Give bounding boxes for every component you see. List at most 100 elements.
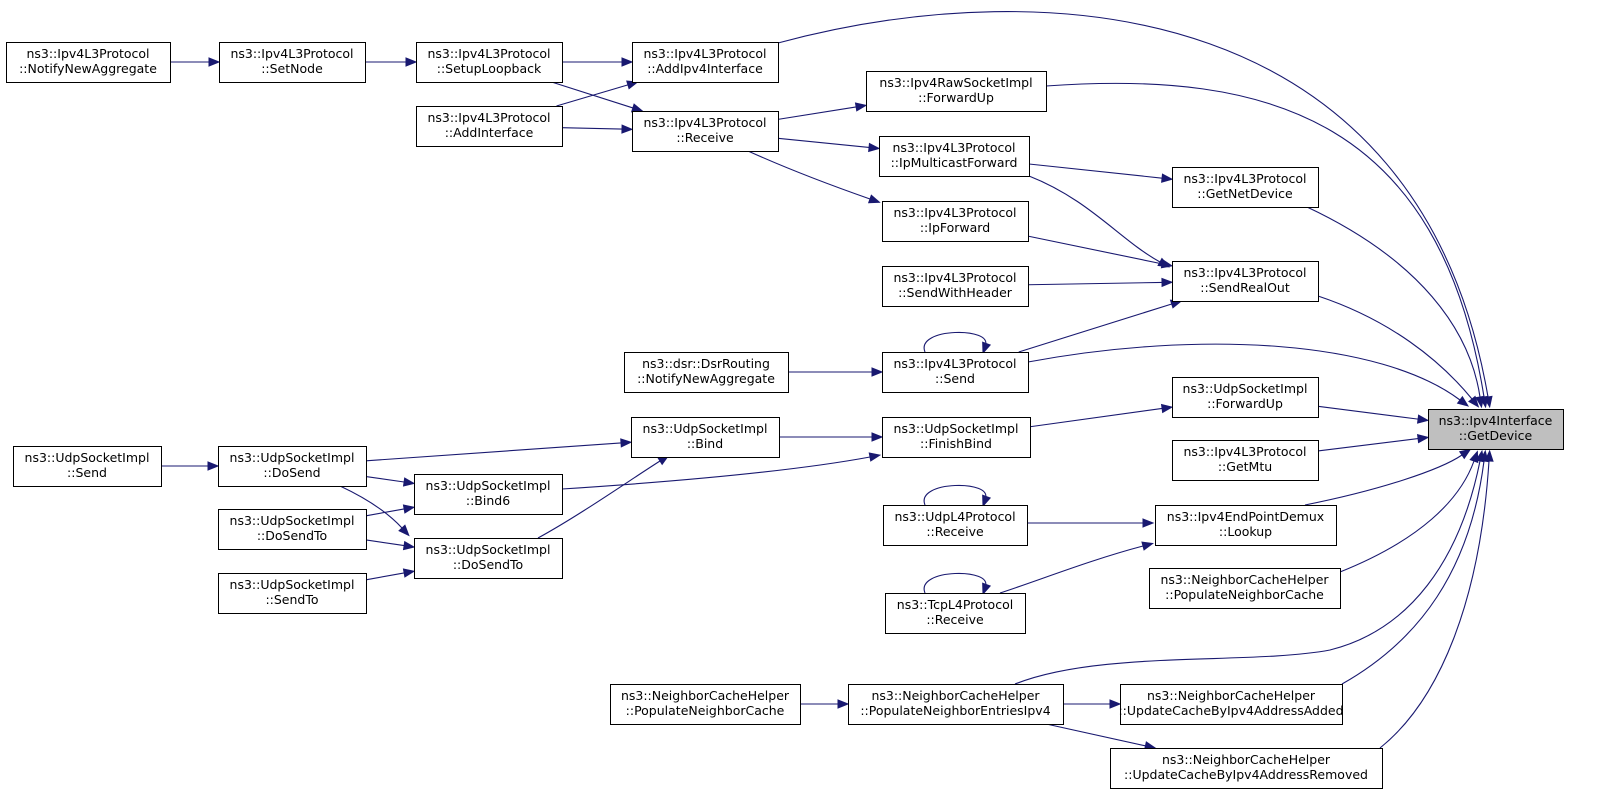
edge-udp_send-to-udp_dosend [161,461,220,471]
node-box [219,42,366,83]
edge-udp_forwardup-to-getdevice [1317,405,1430,424]
edge-udp_bind-to-udp_finishbind [779,432,884,442]
edge-line [365,572,405,581]
edge-arrowhead [1142,518,1155,528]
node-getdevice[interactable]: ns3::Ipv4Interface::GetDevice [1428,409,1564,450]
node-sendwithheader[interactable]: ns3::Ipv4L3Protocol::SendWithHeader [882,266,1029,307]
node-raw-forwardup[interactable]: ns3::Ipv4RawSocketImpl::ForwardUp [866,71,1047,112]
node-notifynewagg[interactable]: ns3::Ipv4L3Protocol::NotifyNewAggregate [6,42,171,83]
edge-nch_entries-to-nch_added [1063,699,1122,709]
edge-line [339,485,403,529]
edge-sendwithheader-to-sendrealout [1027,277,1174,288]
edge-arrowhead [207,461,220,471]
edge-arrowhead [630,103,644,113]
node-nch-removed[interactable]: ns3::NeighborCacheHelper::UpdateCacheByI… [1110,748,1383,789]
node-lookup[interactable]: ns3::Ipv4EndPointDemux::Lookup [1155,505,1337,546]
node-ipmcastfwd[interactable]: ns3::Ipv4L3Protocol::IpMulticastForward [879,136,1030,177]
node-udp-finishbind[interactable]: ns3::UdpSocketImpl::FinishBind [882,417,1031,458]
node-method-label: ::IpMulticastForward [891,155,1018,170]
node-nch-populate-l[interactable]: ns3::NeighborCacheHelper::PopulateNeighb… [610,684,801,725]
edge-line [561,127,623,130]
node-method-label: ::Lookup [1219,524,1272,539]
node-dsr-notify[interactable]: ns3::dsr::DsrRouting::NotifyNewAggregate [624,352,789,393]
node-box [848,684,1064,725]
edge-line [1028,163,1163,179]
node-ipforward[interactable]: ns3::Ipv4L3Protocol::IpForward [882,201,1029,242]
edge-line [777,137,870,149]
edge-raw_forwardup-to-getdevice [1045,82,1489,409]
node-box [885,593,1026,634]
edge-arrowhead [1141,541,1154,551]
node-box [632,111,779,152]
node-class-label: ns3::Ipv4L3Protocol [643,115,766,130]
node-method-label: ::SendTo [265,592,318,607]
node-addipv4iface[interactable]: ns3::Ipv4L3Protocol::AddIpv4Interface [632,42,779,83]
node-box [6,42,171,83]
node-box [631,417,780,458]
edge-line [365,539,405,547]
node-nch-entries[interactable]: ns3::NeighborCacheHelper::PopulateNeighb… [848,684,1064,725]
edge-arrowhead [1109,699,1122,709]
node-box [1110,748,1383,789]
nodes-layer: ns3::Ipv4L3Protocol::NotifyNewAggregaten… [6,42,1564,789]
edge-arrowhead [208,57,221,67]
node-method-label: ::Receive [676,130,734,145]
node-class-label: ns3::Ipv4L3Protocol [26,46,149,61]
node-udp-dosendto-a[interactable]: ns3::UdpSocketImpl::DoSendTo [218,509,367,550]
node-tcpl4-receive[interactable]: ns3::TcpL4Protocol::Receive [885,593,1026,634]
node-udp-dosend[interactable]: ns3::UdpSocketImpl::DoSend [218,446,367,487]
node-class-label: ns3::Ipv4L3Protocol [1183,265,1306,280]
edge-line [1339,460,1475,573]
node-class-label: ns3::dsr::DsrRouting [642,356,770,371]
edge-line [1028,175,1161,263]
node-box [1172,261,1319,302]
edge-arrowhead [1160,259,1174,269]
node-receive[interactable]: ns3::Ipv4L3Protocol::Receive [632,111,779,152]
node-method-label: ::DoSend [263,465,320,480]
node-udpl4-receive[interactable]: ns3::UdpL4Protocol::Receive [883,505,1028,546]
edge-line [1027,281,1163,286]
node-sendrealout[interactable]: ns3::Ipv4L3Protocol::SendRealOut [1172,261,1319,302]
edge-arrowhead [621,57,634,67]
edge-line [777,11,1489,398]
node-class-label: ns3::UdpL4Protocol [894,509,1015,524]
edge-udp_finishbind-to-udp_forwardup [1029,403,1174,428]
edge-ipmcastfwd-to-sendrealout [1028,175,1170,268]
node-addinterface[interactable]: ns3::Ipv4L3Protocol::AddInterface [416,106,563,147]
node-udp-sendto[interactable]: ns3::UdpSocketImpl::SendTo [218,573,367,614]
node-udp-bind6[interactable]: ns3::UdpSocketImpl::Bind6 [414,474,563,515]
node-setuploopback[interactable]: ns3::Ipv4L3Protocol::SetupLoopback [416,42,563,83]
edge-arrowhead [1468,395,1480,408]
node-getnetdevice[interactable]: ns3::Ipv4L3Protocol::GetNetDevice [1172,167,1319,208]
node-class-label: ns3::UdpSocketImpl [230,513,355,528]
edge-line [747,150,871,200]
node-class-label: ns3::UdpSocketImpl [25,450,150,465]
edge-ipforward-to-sendrealout [1027,235,1174,269]
node-box [218,573,367,614]
edge-line [365,508,405,517]
node-setnode[interactable]: ns3::Ipv4L3Protocol::SetNode [219,42,366,83]
node-udp-forwardup[interactable]: ns3::UdpSocketImpl::ForwardUp [1172,377,1319,418]
node-getmtu[interactable]: ns3::Ipv4L3Protocol::GetMtu [1172,440,1319,481]
node-class-label: ns3::NeighborCacheHelper [1147,688,1316,703]
edge-line [1317,405,1419,420]
edge-send-to-getdevice [1027,343,1470,407]
node-class-label: ns3::UdpSocketImpl [230,577,355,592]
node-class-label: ns3::UdpSocketImpl [230,450,355,465]
node-udp-send[interactable]: ns3::UdpSocketImpl::Send [13,446,162,487]
edge-line [1018,303,1172,353]
node-method-label: ::UpdateCacheByIpv4AddressAdded [1118,703,1343,718]
node-send[interactable]: ns3::Ipv4L3Protocol::Send [882,352,1029,393]
node-nch-added[interactable]: ns3::NeighborCacheHelper::UpdateCacheByI… [1118,684,1344,725]
node-nch-populate-r[interactable]: ns3::NeighborCacheHelper::PopulateNeighb… [1149,568,1341,609]
node-box [13,446,162,487]
node-udp-dosendto-b[interactable]: ns3::UdpSocketImpl::DoSendTo [414,538,563,579]
edge-send-to-sendrealout [1018,299,1183,353]
node-udp-bind[interactable]: ns3::UdpSocketImpl::Bind [631,417,780,458]
node-class-label: ns3::NeighborCacheHelper [1162,752,1331,767]
node-class-label: ns3::Ipv4L3Protocol [643,46,766,61]
edge-arrowhead [402,540,416,551]
edge-udp_sendto-to-udp_dosendto_b [365,568,416,581]
edge-line [1027,343,1461,401]
edge-nch_added-to-getdevice [1341,449,1489,685]
